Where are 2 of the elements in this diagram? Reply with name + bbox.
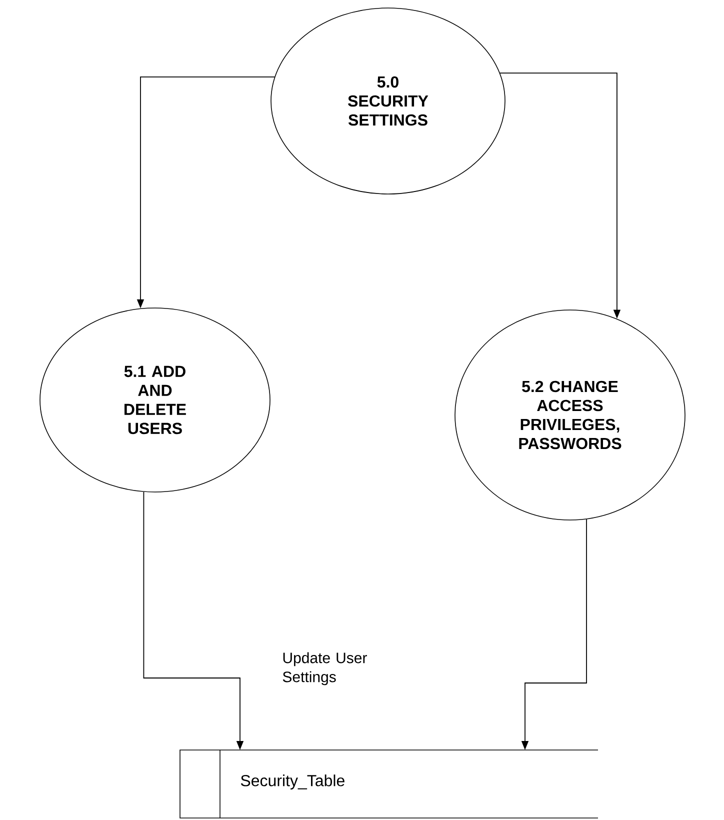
edge-label: Update User Settings xyxy=(282,652,367,686)
data-store: Security_Table xyxy=(180,750,598,818)
